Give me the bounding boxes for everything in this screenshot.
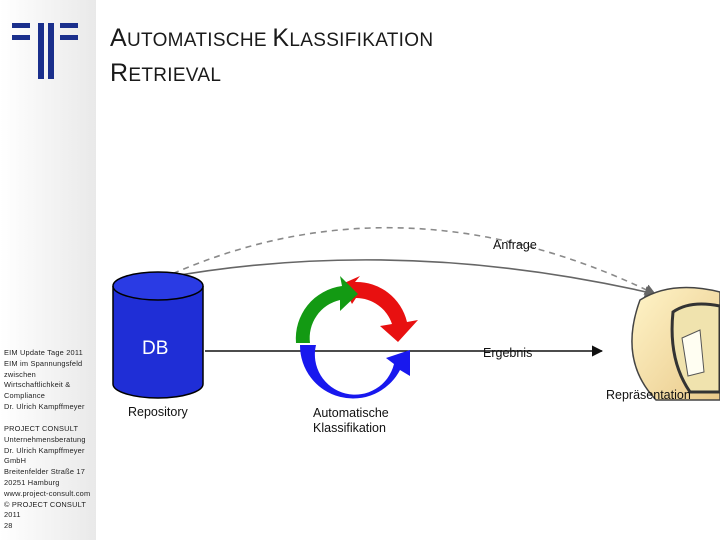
classification-label: Automatische Klassifikation xyxy=(313,406,389,435)
event-line: EIM im Spannungsfeld xyxy=(4,358,83,368)
db-cylinder xyxy=(112,271,204,399)
representation-label: Repräsentation xyxy=(606,388,691,402)
company-line: © PROJECT CONSULT xyxy=(4,499,87,509)
project-consult-logo xyxy=(12,23,78,79)
classification-cycle-icon xyxy=(295,276,418,399)
event-line: zwischen xyxy=(4,369,36,379)
company-line: 20251 Hamburg xyxy=(4,477,60,487)
event-line: Compliance xyxy=(4,391,46,401)
company-line: Dr. Ulrich Kampffmeyer xyxy=(4,445,85,455)
company-line: Unternehmensberatung xyxy=(4,434,86,444)
event-line: Dr. Ulrich Kampffmeyer xyxy=(4,401,85,411)
event-info: EIM Update Tage 2011 EIM im Spannungsfel… xyxy=(4,348,96,413)
event-line: EIM Update Tage 2011 xyxy=(4,348,83,357)
db-label: DB xyxy=(142,338,169,359)
result-label: Ergebnis xyxy=(483,346,533,360)
company-line: 2011 xyxy=(4,510,21,520)
document-icon xyxy=(631,286,720,401)
company-line: www.project-consult.com xyxy=(4,488,91,498)
company-line: PROJECT CONSULT xyxy=(4,424,79,433)
page-number: 28 xyxy=(4,521,13,531)
repository-label: Repository xyxy=(128,405,188,419)
title-line-1: AUTOMATISCHE KLASSIFIKATION xyxy=(110,24,434,52)
title-line-2: RETRIEVAL xyxy=(110,59,222,87)
sidebar xyxy=(0,0,96,540)
company-line: GmbH xyxy=(4,456,27,466)
company-line: Breitenfelder Straße 17 xyxy=(4,467,86,477)
query-line xyxy=(152,259,657,298)
company-info: PROJECT CONSULT Unternehmensberatung Dr.… xyxy=(4,424,96,532)
event-line: Wirtschaftlichkeit & xyxy=(4,380,71,390)
query-arc xyxy=(151,226,657,295)
slide-title: AUTOMATISCHE KLASSIFIKATION RETRIEVAL xyxy=(110,22,433,92)
query-label: Anfrage xyxy=(493,238,537,252)
